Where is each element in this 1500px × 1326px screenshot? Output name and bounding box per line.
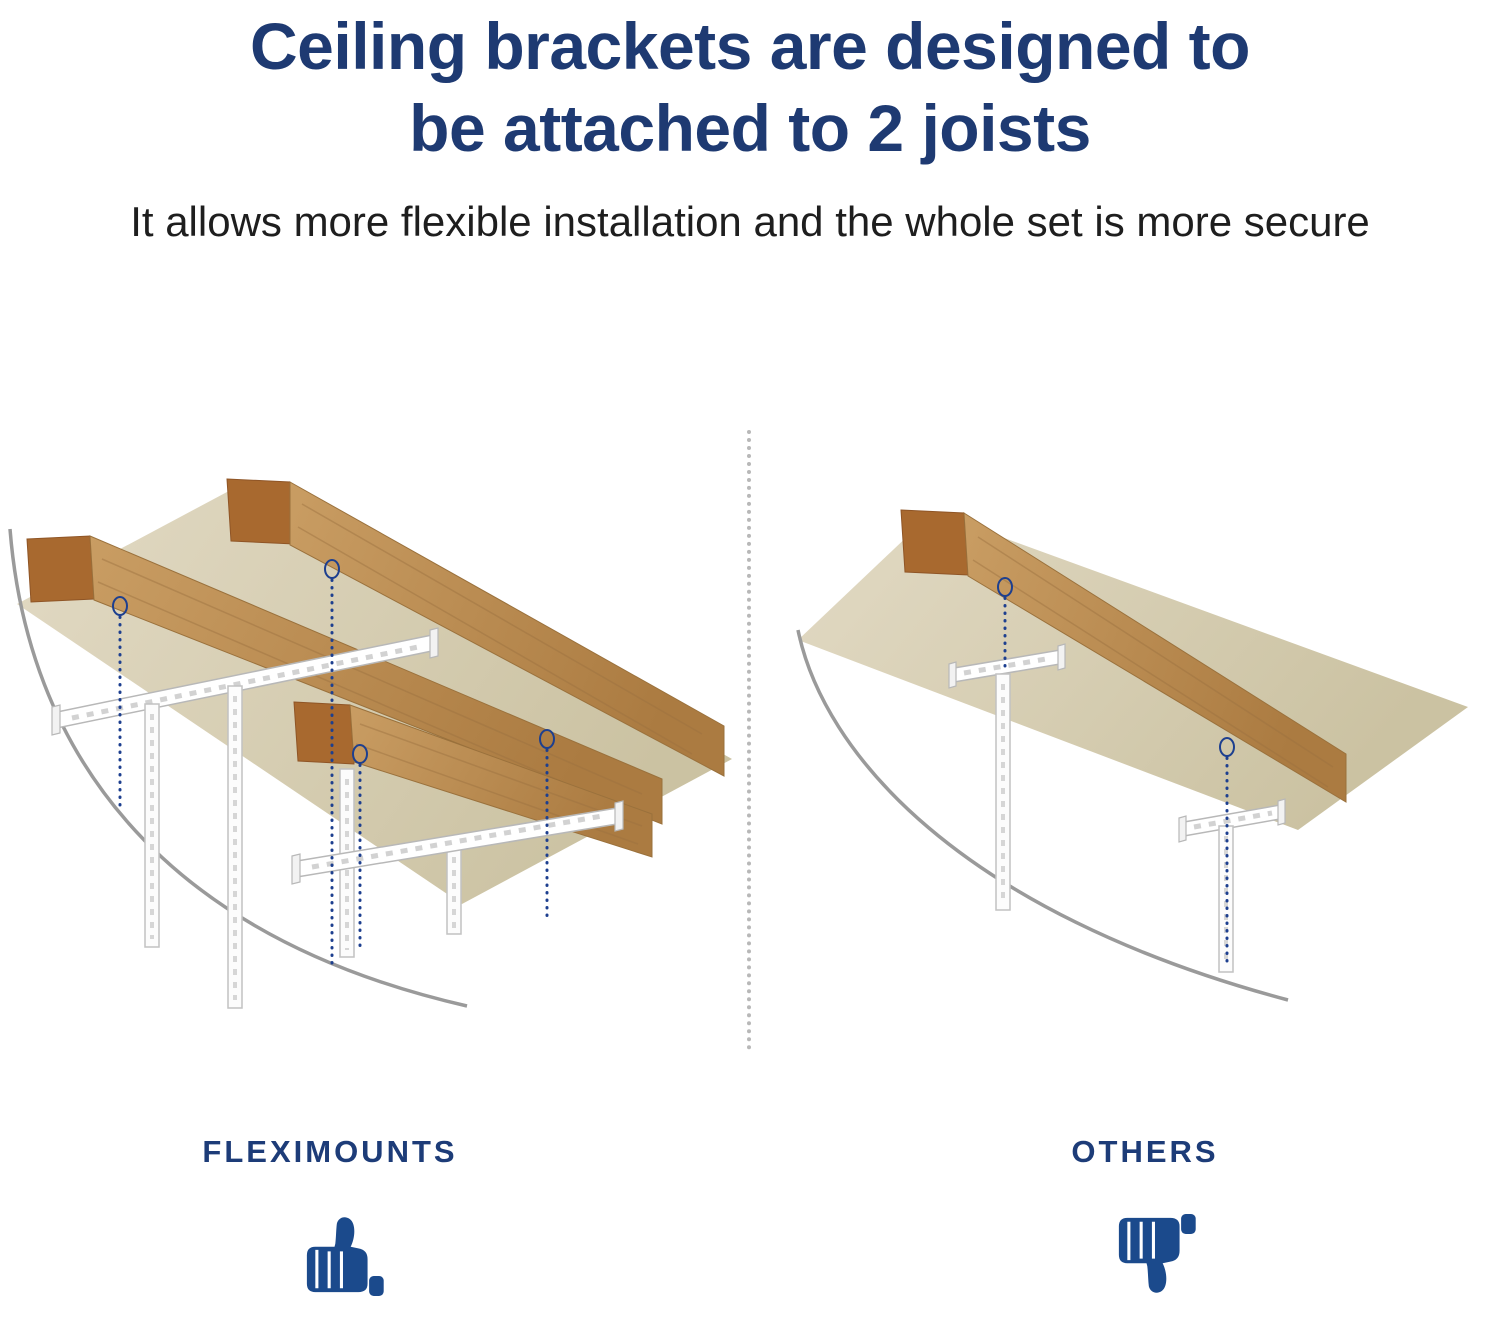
screw-guide <box>112 596 128 811</box>
dotted-divider <box>747 430 751 1050</box>
thumbs-down-icon <box>1118 1214 1196 1293</box>
vertical-post <box>446 848 462 935</box>
vertical-post <box>1218 825 1234 973</box>
vertical-post <box>227 685 243 1009</box>
title-line-1: Ceiling brackets are designed to <box>250 9 1250 83</box>
ceiling-bracket-rail <box>1178 798 1286 843</box>
wall-curve <box>796 629 1289 1002</box>
fleximounts-label: FLEXIMOUNTS <box>202 1134 458 1169</box>
vertical-post <box>144 703 160 948</box>
screw-guide <box>539 729 555 921</box>
fleximounts-two-joists-diagram <box>8 478 732 1009</box>
joist <box>26 535 663 825</box>
joist <box>900 509 1347 803</box>
title-line-2: be attached to 2 joists <box>409 90 1091 165</box>
wall-curve <box>8 528 468 1008</box>
screw-guide <box>352 744 368 954</box>
page-title: Ceiling brackets are designed to be atta… <box>0 6 1500 170</box>
thumbs-up-icon <box>306 1217 384 1296</box>
screw-guide <box>997 577 1013 670</box>
others-one-joist-diagram <box>796 509 1468 1002</box>
joist <box>226 478 725 777</box>
subtitle: It allows more flexible installation and… <box>130 198 1370 245</box>
screw-guide <box>1219 737 1235 966</box>
screw-guide <box>324 559 340 966</box>
others-label: OTHERS <box>1071 1134 1219 1169</box>
vertical-post <box>995 673 1011 911</box>
ceiling-bracket-rail <box>948 643 1066 689</box>
ceiling-bracket-rail <box>291 800 624 885</box>
